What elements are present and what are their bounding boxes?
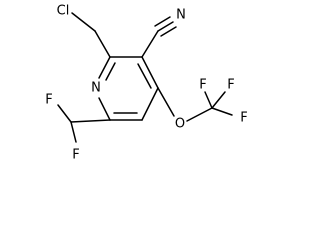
atom-label-f-cf3-top-left: F	[199, 78, 206, 93]
bond-cf3-f-right	[211, 107, 233, 116]
molecule-diagram: Cl N N O F F F F F	[45, 4, 247, 163]
atom-label-f-chf2-top: F	[45, 93, 52, 108]
atom-label-n-ring: N	[91, 81, 101, 96]
bond-chf2-f-top	[57, 104, 72, 123]
bond-cn-triple-1	[157, 21, 174, 32]
bond-cl-ch2	[71, 12, 96, 32]
bond-c3-c4-inner	[137, 63, 152, 89]
structure-canvas: Cl N N O F F F F F	[45, 4, 247, 163]
bond-cf3-f-top-right	[211, 91, 226, 109]
atom-label-cl: Cl	[57, 4, 70, 19]
bond-n-c2-inner	[105, 62, 116, 81]
bond-ch2-c2	[94, 30, 111, 58]
atom-label-f-cf3-right: F	[240, 111, 247, 126]
bond-c3-cn	[141, 30, 159, 58]
bond-o-cf3	[186, 107, 213, 122]
bond-c6-chf2	[70, 119, 111, 123]
atom-label-f-cf3-top-right: F	[227, 78, 234, 93]
bond-c4-o	[157, 87, 175, 117]
bond-chf2-f-bottom	[70, 121, 77, 143]
atom-label-n-cyano: N	[176, 8, 186, 23]
bond-n-c2	[98, 56, 111, 79]
bond-cn-triple-2	[154, 16, 171, 27]
atom-label-o: O	[175, 117, 185, 132]
bond-c3-c4	[141, 56, 159, 89]
bond-c4-c5	[141, 87, 159, 121]
bond-cn-triple-3	[160, 26, 177, 37]
bond-cf3-f-top-left	[204, 91, 213, 109]
bond-c6-n	[98, 97, 111, 121]
atom-label-f-chf2-bottom: F	[72, 148, 79, 163]
